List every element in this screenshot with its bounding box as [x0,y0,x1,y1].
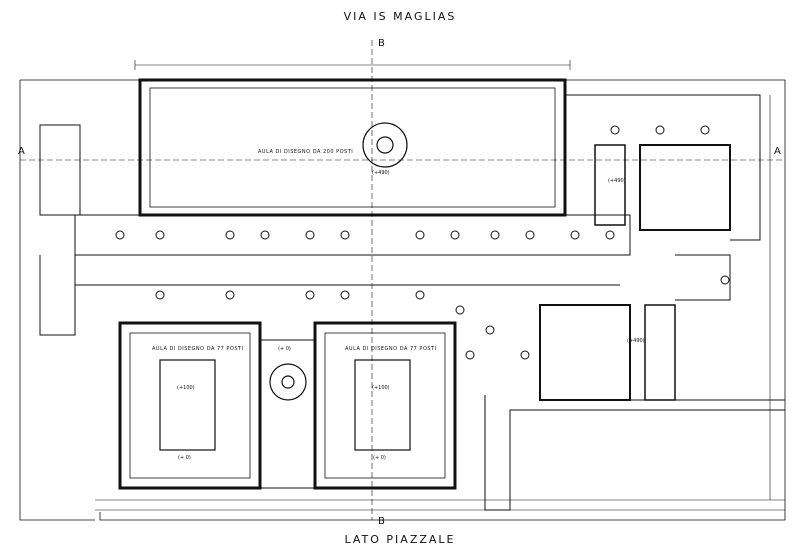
section-mark-a-right: A [774,146,781,157]
elevation-right-bottom: (+ 0) [373,455,386,461]
street-label-top: VIA IS MAGLIAS [343,10,457,23]
room-label-left-hall: AULA DI DISEGNO DA 77 POSTI [152,346,244,352]
top-hall-walls [138,78,567,217]
room-label-right-hall: AULA DI DISEGNO DA 77 POSTI [345,346,437,352]
stair-top-right [594,144,626,226]
wc-block-bottom [539,304,631,401]
room-label-top-hall: AULA DI DISEGNO DA 200 POSTI [258,149,354,155]
elevation-right-table: (+100) [372,385,390,391]
right-table [354,359,411,451]
street-label-bottom: LATO PIAZZALE [344,533,456,546]
elevation-top-stair: (+490) [372,170,390,176]
left-hall-walls [118,321,262,490]
stair-bottom-right [644,304,676,401]
elevation-mid-stair: (+ 0) [278,346,291,352]
spiral-stair-top [362,122,408,168]
right-hall-walls [313,321,457,490]
elevation-wc-bottom: (+490) [627,338,645,344]
section-mark-b-bottom: B [378,516,385,527]
section-mark-b-top: B [378,38,385,49]
section-mark-a-left: A [18,146,25,157]
elevation-wc-top: (+490) [608,178,626,184]
spiral-stair-bottom [269,363,307,401]
wc-block-top [639,144,731,231]
left-stair [39,124,81,216]
left-table [159,359,216,451]
elevation-left-table: (+100) [177,385,195,391]
elevation-left-bottom: (+ 0) [178,455,191,461]
corridor [74,214,631,256]
